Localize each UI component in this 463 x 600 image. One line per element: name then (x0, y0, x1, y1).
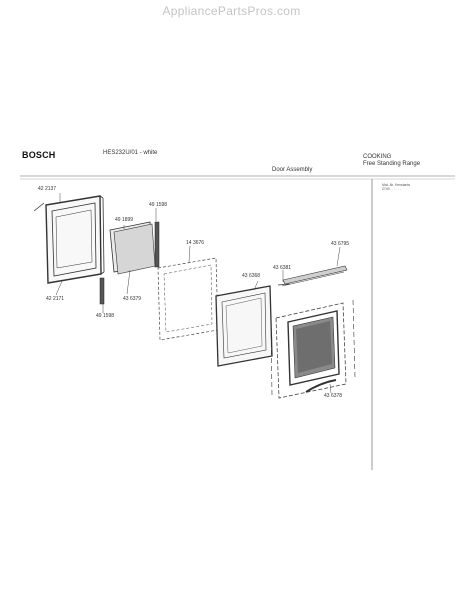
part-label: 14 3676 (186, 240, 205, 246)
top-trim-strip (281, 265, 348, 287)
category-line-1: COOKING (363, 154, 392, 160)
inner-glass-pane (109, 221, 156, 275)
bracket-part (33, 202, 45, 212)
leader-lines (55, 193, 341, 394)
part-label: 49 1598 (149, 202, 168, 208)
part-label: 43 6368 (242, 273, 261, 279)
inner-door-panel (215, 285, 273, 367)
part-label: 43 6379 (123, 296, 142, 302)
revision-note: Mat.-Nr. Kenstants 2749 . . . . . . (382, 183, 411, 191)
category-line-2: Free Standing Range (363, 161, 421, 167)
part-label: 49 1598 (96, 313, 115, 319)
watermark: AppliancePartsPros.com (162, 4, 301, 18)
brand-logo: BOSCH (22, 150, 56, 160)
part-label: 42 2137 (38, 186, 57, 192)
part-label: 49 1899 (115, 217, 134, 223)
hinge-rod-top (154, 221, 160, 268)
gasket-clip (277, 283, 291, 286)
door-handle (305, 379, 337, 393)
oven-door-assembly (270, 299, 356, 399)
part-label: 43 6378 (324, 393, 343, 399)
part-label: 43 6795 (331, 241, 350, 247)
hinge-rod-bottom (99, 277, 105, 305)
part-label: 42 2171 (46, 296, 65, 302)
outer-door-frame (45, 195, 105, 284)
middle-glass-frame (157, 257, 219, 341)
part-label: 43 6381 (273, 265, 292, 271)
diagram-title: Door Assembly (272, 167, 313, 173)
model-number: HES232U/01 - white (103, 150, 158, 156)
